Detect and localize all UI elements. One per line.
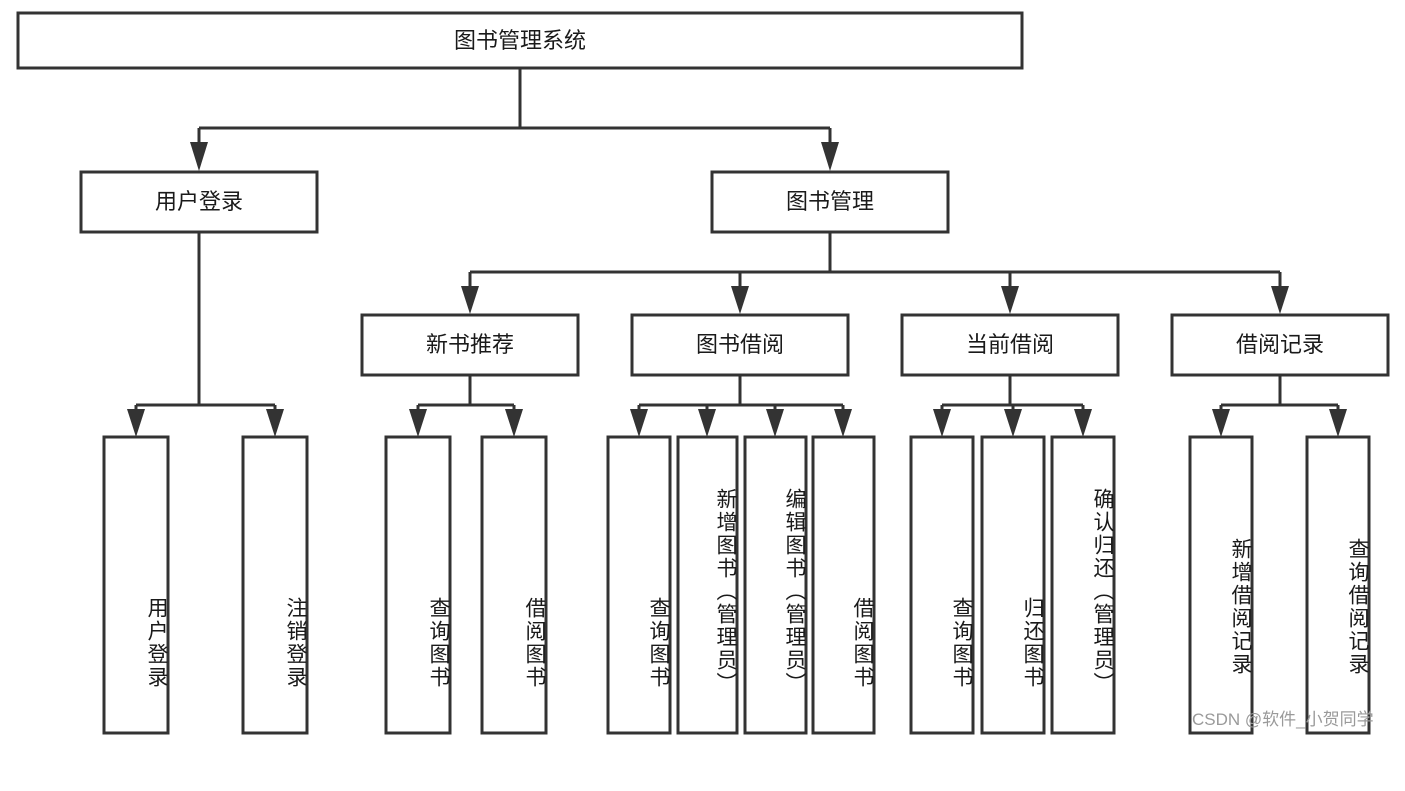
node-root-box[interactable] — [16, 11, 1024, 70]
node-leaf-user-login-box[interactable] — [102, 435, 170, 735]
node-root-label: 图书管理系统 — [454, 28, 586, 53]
node-book-borrow-box[interactable] — [630, 313, 850, 377]
node-new-book-recommend-box[interactable] — [360, 313, 580, 377]
node-book-management-label: 图书管理 — [786, 189, 874, 214]
node-leaf-query-book-recommend-box[interactable] — [384, 435, 452, 735]
arrowhead-leaf-logout — [266, 409, 284, 437]
node-new-book-recommend-label: 新书推荐 — [426, 332, 514, 357]
node-leaf-borrow-book-recommend-box[interactable] — [480, 435, 548, 735]
node-user-login[interactable]: 用户登录 — [79, 170, 319, 234]
connector-group-current-borrow — [933, 375, 1092, 437]
node-leaf-query-book-borrow-box[interactable] — [606, 435, 672, 735]
arrowhead-leaf-add-book — [698, 409, 716, 437]
connector-group-user-login — [127, 232, 284, 437]
node-borrow-records-box[interactable] — [1170, 313, 1390, 377]
node-leaf-borrow-book-box[interactable] — [811, 435, 876, 735]
arrowhead-borrow-records — [1271, 286, 1289, 314]
node-user-login-box[interactable] — [79, 170, 319, 234]
arrowhead-book-borrow — [731, 286, 749, 314]
node-leaf-query-book-current-box[interactable] — [909, 435, 975, 735]
arrowhead-new-book-recommend — [461, 286, 479, 314]
arrowhead-user-login — [190, 142, 208, 171]
node-user-login-label: 用户登录 — [155, 189, 243, 214]
node-borrow-records[interactable]: 借阅记录 — [1170, 313, 1390, 377]
connector-group-borrow-records — [1212, 375, 1347, 437]
node-book-management-box[interactable] — [710, 170, 950, 234]
leaf-boxes-group — [102, 435, 1371, 735]
node-root[interactable]: 图书管理系统 — [16, 11, 1024, 70]
arrowhead-leaf-add-borrow-record — [1212, 409, 1230, 437]
arrowhead-leaf-user-login — [127, 409, 145, 437]
node-leaf-add-book-box[interactable] — [676, 435, 739, 735]
connector-group-new-book-recommend — [409, 375, 523, 437]
arrowhead-leaf-borrow-book — [834, 409, 852, 437]
node-book-borrow-label: 图书借阅 — [696, 332, 784, 357]
node-current-borrow-box[interactable] — [900, 313, 1120, 377]
node-leaf-add-borrow-record-box[interactable] — [1188, 435, 1254, 735]
arrowhead-leaf-query-book-borrow — [630, 409, 648, 437]
arrowhead-book-management — [821, 142, 839, 171]
arrowhead-current-borrow — [1001, 286, 1019, 314]
arrowhead-leaf-borrow-book-recommend — [505, 409, 523, 437]
arrowhead-leaf-query-book-current — [933, 409, 951, 437]
node-leaf-return-book-box[interactable] — [980, 435, 1046, 735]
node-leaf-confirm-return-box[interactable] — [1050, 435, 1116, 735]
connector-group-book-borrow — [630, 375, 852, 437]
arrowhead-leaf-query-book-recommend — [409, 409, 427, 437]
connector-group-root — [190, 68, 839, 171]
arrowhead-leaf-confirm-return — [1074, 409, 1092, 437]
arrowhead-leaf-query-borrow-record — [1329, 409, 1347, 437]
node-leaf-query-borrow-record-box[interactable] — [1305, 435, 1371, 735]
node-borrow-records-label: 借阅记录 — [1236, 332, 1324, 357]
diagram-canvas: 图书管理系统 用户登录 图书管理 新书推荐 图书借阅 当前借阅 借阅记录 — [16, 11, 1390, 735]
node-leaf-logout-box[interactable] — [241, 435, 309, 735]
node-current-borrow-label: 当前借阅 — [966, 332, 1054, 357]
arrowhead-leaf-edit-book — [766, 409, 784, 437]
node-leaf-edit-book-box[interactable] — [743, 435, 808, 735]
node-new-book-recommend[interactable]: 新书推荐 — [360, 313, 580, 377]
connector-group-book-management — [461, 232, 1289, 314]
node-current-borrow[interactable]: 当前借阅 — [900, 313, 1120, 377]
node-book-borrow[interactable]: 图书借阅 — [630, 313, 850, 377]
tree-diagram-svg: 图书管理系统 用户登录 图书管理 新书推荐 图书借阅 当前借阅 借阅记录 — [16, 11, 1390, 735]
node-book-management[interactable]: 图书管理 — [710, 170, 950, 234]
csdn-watermark: CSDN @软件_小贺同学 — [1192, 710, 1374, 729]
arrowhead-leaf-return-book — [1004, 409, 1022, 437]
